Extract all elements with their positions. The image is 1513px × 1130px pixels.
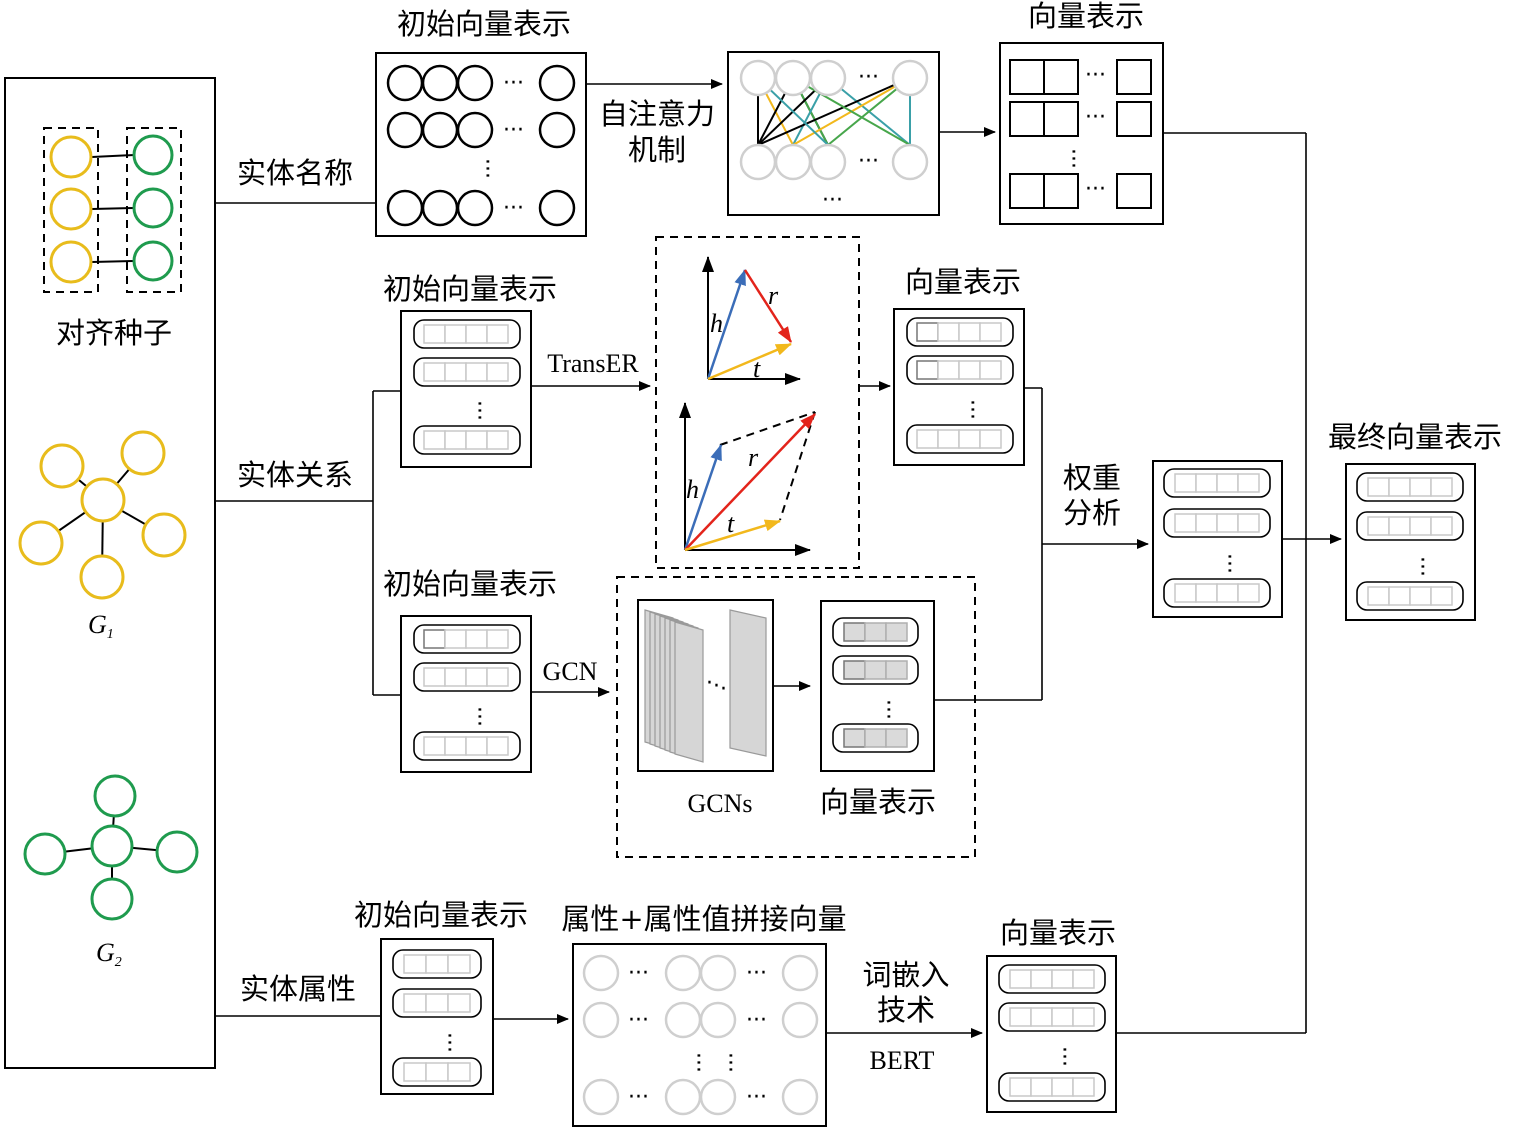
row3-vec-title: 向量表示 [820,785,936,819]
row2-init-vectors: ··· [413,319,521,455]
svg-text:···: ··· [474,158,499,179]
row3-init-vectors: ··· [413,624,521,761]
row4-vec-vectors: ··· [998,964,1106,1102]
row4-init-title: 初始向量表示 [354,898,528,932]
graph-g1: G1 [18,430,187,642]
row-transer: 初始向量表示 ··· TransER h r t [383,236,1025,569]
row2-init-title: 初始向量表示 [383,272,557,306]
row4-method: BERT [870,1046,935,1075]
left-panel: 对齐种子 G1 [4,77,216,1069]
svg-text:···: ··· [1085,63,1106,88]
row1-init-title: 初始向量表示 [397,7,571,41]
seed-label: 对齐种子 [56,316,172,350]
svg-text:·: · [706,671,713,696]
svg-text:···: ··· [1085,177,1106,202]
row2-method: TransER [547,349,639,378]
mechanism-line1: 自注意力 [599,97,715,131]
svg-text:···: ··· [685,1052,710,1073]
left-connectors [215,202,401,1017]
row4-init-vectors: ··· [392,949,482,1087]
concat-nodes [582,954,819,1116]
svg-text:···: ··· [1409,556,1434,577]
svg-text:···: ··· [466,706,491,727]
svg-text:···: ··· [1060,148,1085,169]
svg-text:···: ··· [1216,553,1241,574]
svg-text:···: ··· [503,118,524,143]
attention-nodes [739,59,929,181]
svg-text:···: ··· [717,1052,742,1073]
vec-h-label-1: h [710,309,723,338]
seed-group-g2 [126,127,182,293]
row1-vec-title: 向量表示 [1028,0,1144,33]
svg-text:···: ··· [746,961,767,986]
svg-text:···: ··· [628,1008,649,1033]
vec-t-label-1: t [753,354,761,383]
svg-text:···: ··· [1085,105,1106,130]
g1-label: G1 [88,610,114,642]
branch-label-relation: 实体关系 [237,458,353,492]
vec-r-label-2: r [748,443,759,472]
row3-init-title: 初始向量表示 [383,567,557,601]
vec-r-label-1: r [768,281,779,310]
svg-text:···: ··· [875,699,900,720]
svg-text:···: ··· [628,961,649,986]
vec-t-label-2: t [727,509,735,538]
transer-plot-2: h r t [679,402,816,556]
transer-box [655,236,860,569]
graph-g2: G2 [23,774,199,970]
svg-text:···: ··· [466,400,491,421]
final-vec-vectors: ··· [1356,472,1464,611]
row1-init-nodes [386,64,576,227]
row2-vec-vectors: ··· [906,317,1014,454]
svg-text:·: · [713,674,720,699]
branch-label-name: 实体名称 [237,156,353,190]
vec-h-label-2: h [686,475,699,504]
svg-text:···: ··· [822,188,843,213]
tech-line1: 词嵌入 [862,958,949,992]
svg-text:···: ··· [858,149,879,174]
gcn-group-box [616,576,976,858]
final-title: 最终向量表示 [1328,420,1502,454]
row4-vec-title: 向量表示 [1000,916,1116,950]
concat-title: 属性+属性值拼接向量 [561,902,846,936]
svg-text:···: ··· [959,399,984,420]
svg-text:···: ··· [628,1085,649,1110]
row3-vec-vectors: ··· [832,617,919,753]
transer-plot-1: h r t [702,256,801,385]
alignment-seeds: 对齐种子 [43,127,182,350]
seed-nodes-g1 [49,135,93,284]
seed-nodes-g2 [132,134,174,282]
svg-text:·: · [720,677,727,702]
svg-text:···: ··· [503,196,524,221]
svg-text:···: ··· [746,1008,767,1033]
mechanism-line2: 机制 [628,133,686,167]
row3-method: GCN [543,657,598,686]
row-gcn: 初始向量表示 ··· GCN · · [383,567,976,858]
gcn-layers [644,609,767,763]
row1-vec-squares [1009,59,1152,209]
row-attribute: 初始向量表示 ··· 属性+属性值拼接向量 ······ ······ ····… [354,898,1117,1127]
svg-text:···: ··· [1051,1046,1076,1067]
weight-line2: 分析 [1063,496,1121,530]
gcns-label: GCNs [687,789,752,818]
row-entity-name: 初始向量表示 ··· ··· ··· ··· 自注意力 机制 [375,0,1164,237]
row2-vec-title: 向量表示 [905,265,1021,299]
svg-text:···: ··· [436,1032,461,1053]
weight-and-final: 权重 分析 ··· 最终向量表示 [934,132,1502,1034]
svg-text:···: ··· [746,1085,767,1110]
g2-label: G2 [96,938,122,970]
fused-vec-vectors: ··· [1163,468,1271,608]
branch-label-attribute: 实体属性 [240,972,356,1006]
svg-text:···: ··· [503,71,524,96]
seed-group-g1 [43,127,99,293]
svg-text:···: ··· [858,65,879,90]
tech-line2: 技术 [877,993,935,1027]
weight-line1: 权重 [1063,461,1121,495]
